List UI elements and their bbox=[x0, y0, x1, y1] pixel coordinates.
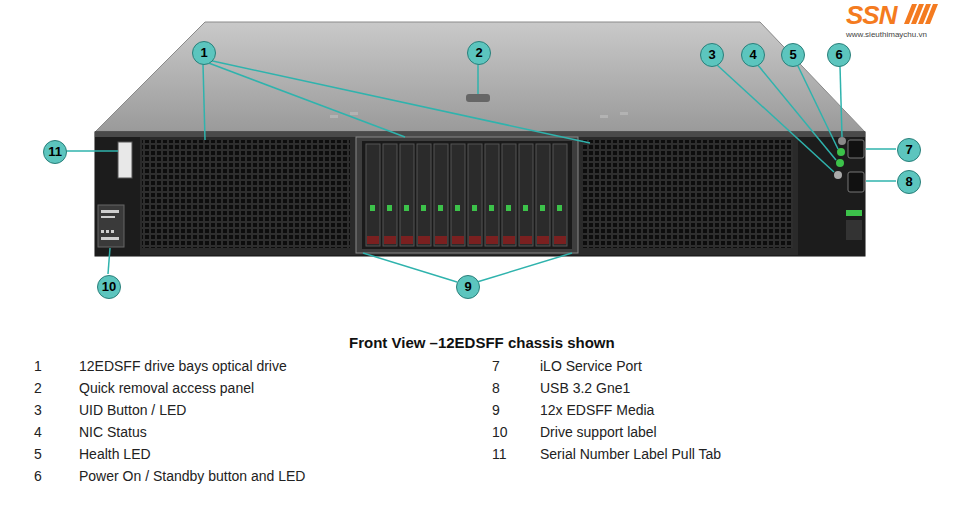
callout-number: 8 bbox=[897, 170, 921, 194]
part-description: USB 3.2 Gne1 bbox=[540, 379, 630, 397]
list-number: 5 bbox=[34, 445, 42, 463]
list-number: 6 bbox=[34, 467, 42, 485]
drive-latch bbox=[520, 236, 532, 244]
drive-led bbox=[438, 205, 443, 211]
edsff-drive bbox=[451, 144, 465, 246]
callout-number: 7 bbox=[897, 138, 921, 162]
callout-number: 3 bbox=[700, 43, 724, 67]
drive-led bbox=[455, 205, 460, 211]
list-number: 4 bbox=[34, 423, 42, 441]
drive-led bbox=[506, 205, 511, 211]
list-number: 10 bbox=[492, 423, 508, 441]
drive-led bbox=[370, 205, 375, 211]
edsff-drive bbox=[383, 144, 397, 246]
part-description: 12x EDSFF Media bbox=[540, 401, 654, 419]
list-number: 8 bbox=[492, 379, 500, 397]
drive-led bbox=[404, 205, 409, 211]
list-number: 3 bbox=[34, 401, 42, 419]
drive-led bbox=[472, 205, 477, 211]
part-description: UID Button / LED bbox=[79, 401, 186, 419]
callout-number: 4 bbox=[741, 43, 765, 67]
drive-led bbox=[489, 205, 494, 211]
callout-number: 9 bbox=[456, 275, 480, 299]
drive-latch bbox=[554, 236, 566, 244]
edsff-drive bbox=[536, 144, 550, 246]
drive-latch bbox=[367, 236, 379, 244]
drive-latch bbox=[418, 236, 430, 244]
edsff-drive bbox=[434, 144, 448, 246]
callout-number: 2 bbox=[467, 41, 491, 65]
part-description: Drive support label bbox=[540, 423, 657, 441]
drive-latch bbox=[452, 236, 464, 244]
list-number: 2 bbox=[34, 379, 42, 397]
drive-latch bbox=[503, 236, 515, 244]
edsff-drive bbox=[366, 144, 380, 246]
edsff-drive bbox=[502, 144, 516, 246]
drive-latch bbox=[469, 236, 481, 244]
part-description: iLO Service Port bbox=[540, 357, 642, 375]
callout-number: 10 bbox=[97, 275, 121, 299]
edsff-drive bbox=[468, 144, 482, 246]
drive-led bbox=[523, 205, 528, 211]
brand-logo: SSN bbox=[846, 2, 896, 28]
figure-caption: Front View –12EDSFF chassis shown bbox=[349, 334, 615, 352]
part-description: 12EDSFF drive bays optical drive bbox=[79, 357, 287, 375]
drive-latch bbox=[435, 236, 447, 244]
edsff-drive bbox=[400, 144, 414, 246]
part-description: Power On / Standby button and LED bbox=[79, 467, 305, 485]
list-number: 11 bbox=[492, 445, 507, 463]
drive-latch bbox=[384, 236, 396, 244]
callout-number: 1 bbox=[192, 41, 216, 65]
callout-number: 11 bbox=[43, 140, 67, 164]
part-description: Health LED bbox=[79, 445, 151, 463]
edsff-drive bbox=[519, 144, 533, 246]
part-description: Quick removal access panel bbox=[79, 379, 254, 397]
callout-number: 6 bbox=[827, 43, 851, 67]
drive-led bbox=[540, 205, 545, 211]
drive-led bbox=[557, 205, 562, 211]
list-number: 7 bbox=[492, 357, 500, 375]
drive-latch bbox=[537, 236, 549, 244]
part-description: Serial Number Label Pull Tab bbox=[540, 445, 721, 463]
website-url: www.sieuthimaychu.vn bbox=[846, 30, 927, 40]
callout-number: 5 bbox=[781, 43, 805, 67]
drive-led bbox=[421, 205, 426, 211]
edsff-drive bbox=[417, 144, 431, 246]
edsff-drive bbox=[553, 144, 567, 246]
list-number: 9 bbox=[492, 401, 500, 419]
drive-led bbox=[387, 205, 392, 211]
drive-latch bbox=[401, 236, 413, 244]
list-number: 1 bbox=[34, 357, 42, 375]
drive-latch bbox=[486, 236, 498, 244]
part-description: NIC Status bbox=[79, 423, 147, 441]
edsff-drive bbox=[485, 144, 499, 246]
